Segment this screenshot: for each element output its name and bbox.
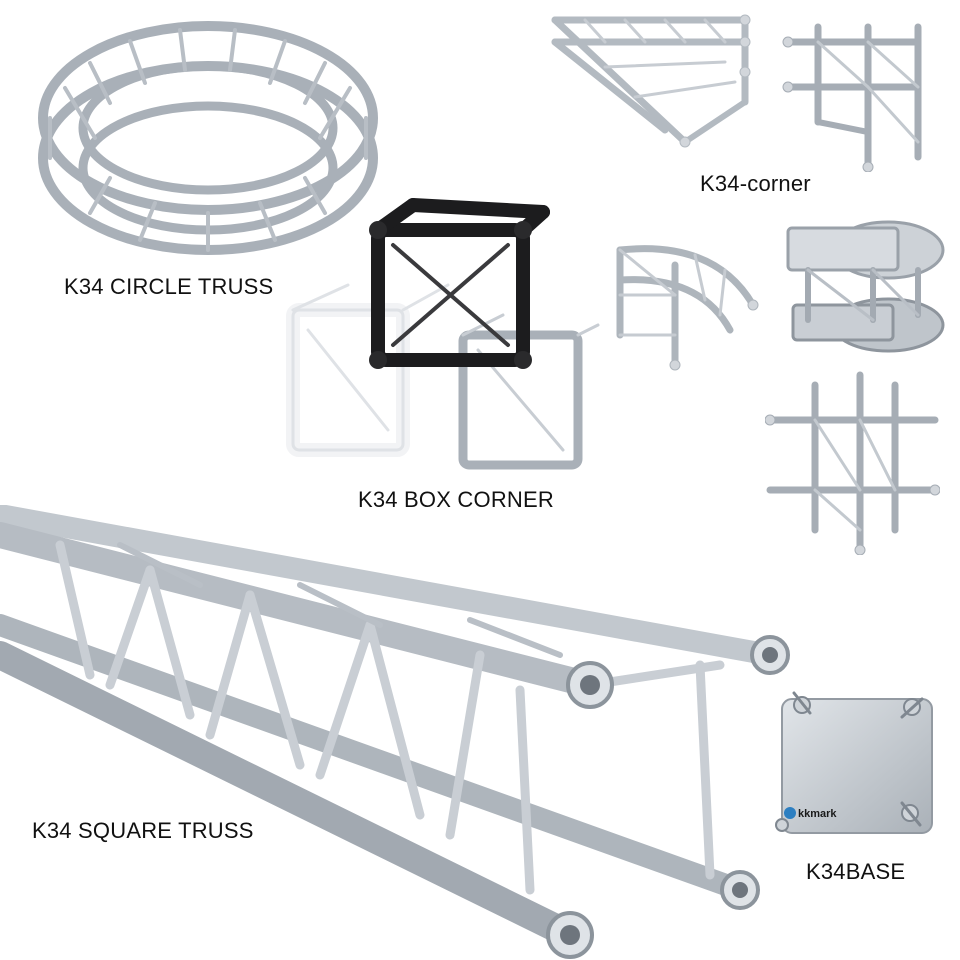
corner-caption: K34-corner — [700, 171, 811, 196]
corner-45-image — [551, 14, 751, 148]
corner-curved-image — [616, 245, 759, 371]
corner-4way-image — [765, 371, 940, 555]
base-caption: K34BASE — [806, 859, 906, 884]
box-corner-image — [286, 198, 600, 470]
hinge-plate-image — [786, 220, 945, 353]
square-truss-image — [0, 505, 790, 959]
base-plate-logo: kkmark — [798, 808, 837, 820]
box-corner-caption: K34 BOX CORNER — [358, 487, 554, 512]
corner-3way-image — [782, 23, 922, 172]
circle-truss-image — [38, 21, 378, 255]
square-truss-caption: K34 SQUARE TRUSS — [32, 818, 254, 843]
base-plate-image: kkmark — [775, 691, 933, 834]
circle-truss-caption: K34 CIRCLE TRUSS — [64, 274, 274, 299]
